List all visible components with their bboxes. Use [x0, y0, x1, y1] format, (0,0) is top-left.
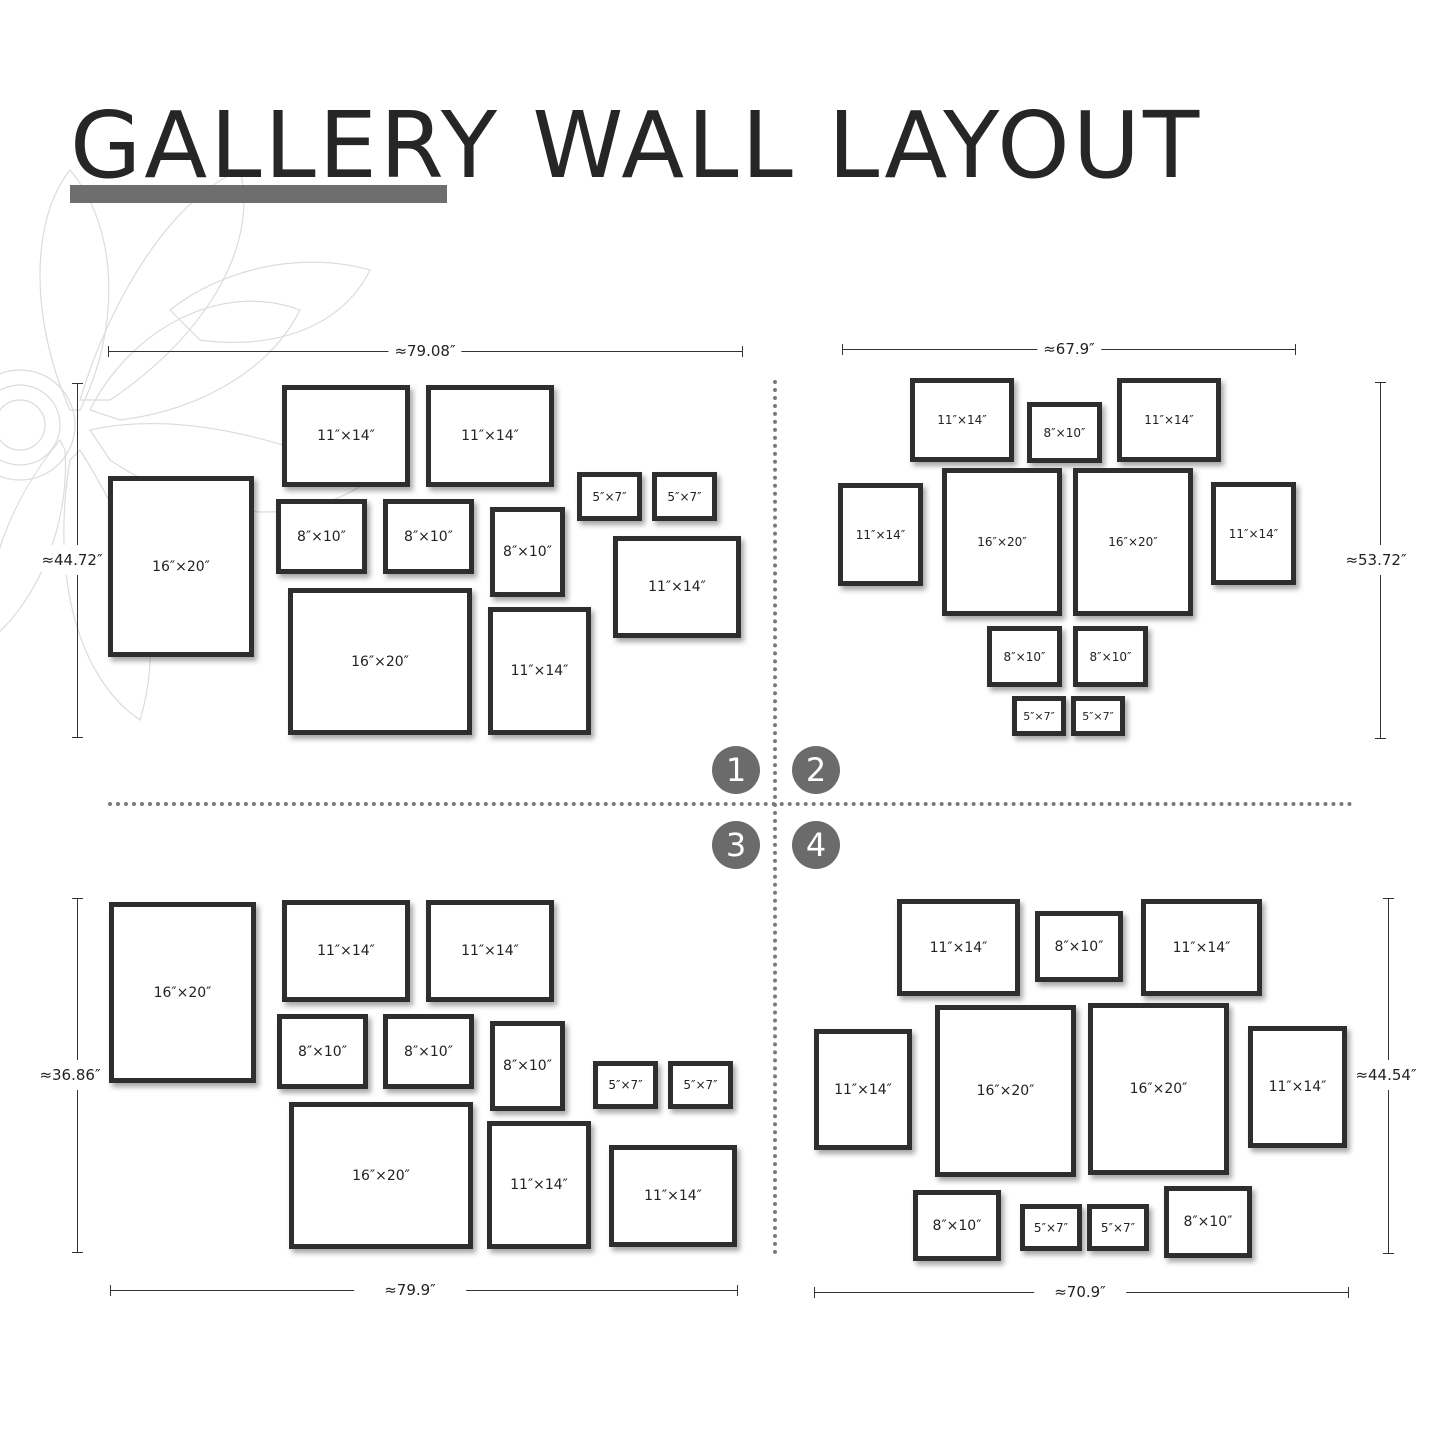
- layout-4-frame: 8″×10″: [1164, 1186, 1252, 1258]
- layout-4-frame: 5″×7″: [1020, 1204, 1082, 1251]
- layout-3-frame: 8″×10″: [490, 1021, 565, 1111]
- layout-2-height-label: ≈53.72″: [1345, 545, 1407, 575]
- layout-2-frame: 16″×20″: [942, 468, 1062, 616]
- layout-4-frame: 16″×20″: [935, 1005, 1076, 1177]
- layout-1-frame: 16″×20″: [108, 476, 254, 657]
- layout-1-frame: 11″×14″: [282, 385, 410, 487]
- layout-4-height-label: ≈44.54″: [1355, 1060, 1417, 1090]
- layout-2-frame: 5″×7″: [1012, 696, 1066, 736]
- layout-3-width-label: ≈79.9″: [354, 1281, 466, 1299]
- layout-1-frame: 8″×10″: [383, 499, 474, 574]
- layout-2-frame: 8″×10″: [1027, 402, 1102, 463]
- layout-number-badge: 2: [792, 746, 840, 794]
- layout-4-frame: 8″×10″: [913, 1190, 1001, 1261]
- layout-1-frame: 5″×7″: [577, 472, 642, 521]
- layout-3-frame: 11″×14″: [426, 900, 554, 1002]
- layout-1-frame: 5″×7″: [652, 472, 717, 521]
- layout-2-frame: 11″×14″: [1211, 482, 1296, 585]
- layout-2-width-label: ≈67.9″: [1037, 340, 1101, 358]
- layout-number-badge: 1: [712, 746, 760, 794]
- layout-2-frame: 8″×10″: [1073, 626, 1148, 687]
- layout-3-frame: 5″×7″: [668, 1061, 733, 1109]
- layout-3-frame: 11″×14″: [282, 900, 410, 1002]
- layout-4-width-label: ≈70.9″: [1034, 1283, 1126, 1301]
- layout-2-frame: 11″×14″: [1117, 378, 1221, 462]
- page-title: GALLERY WALL LAYOUT: [70, 92, 1203, 199]
- vertical-divider: [773, 380, 777, 1255]
- layout-1-frame: 16″×20″: [288, 588, 472, 735]
- layout-4-frame: 11″×14″: [1141, 899, 1262, 996]
- layout-3-frame: 11″×14″: [487, 1121, 591, 1249]
- layout-1-frame: 11″×14″: [488, 607, 591, 735]
- layout-1-height-label: ≈44.72″: [41, 545, 103, 575]
- layout-3-height-label: ≈36.86″: [39, 1060, 101, 1090]
- layout-3-frame: 11″×14″: [609, 1145, 737, 1247]
- layout-4-frame: 16″×20″: [1088, 1003, 1229, 1175]
- layout-1-width-label: ≈79.08″: [388, 342, 462, 360]
- layout-2-frame: 16″×20″: [1073, 468, 1193, 616]
- layout-1-frame: 8″×10″: [490, 507, 565, 597]
- layout-4-frame: 8″×10″: [1035, 911, 1123, 982]
- layout-2-frame: 11″×14″: [910, 378, 1014, 462]
- layout-1-frame: 11″×14″: [426, 385, 554, 487]
- layout-3-frame: 8″×10″: [277, 1014, 368, 1089]
- title-underline-bar: [70, 185, 447, 203]
- layout-2-frame: 11″×14″: [838, 483, 923, 586]
- layout-3-frame: 16″×20″: [109, 902, 256, 1083]
- layout-number-badge: 4: [792, 821, 840, 869]
- layout-4-frame: 5″×7″: [1087, 1204, 1149, 1251]
- layout-number-badge: 3: [712, 821, 760, 869]
- layout-4-frame: 11″×14″: [814, 1029, 912, 1150]
- layout-3-frame: 16″×20″: [289, 1102, 473, 1249]
- layout-4-frame: 11″×14″: [897, 899, 1020, 996]
- layout-2-frame: 5″×7″: [1071, 696, 1125, 736]
- layout-2-frame: 8″×10″: [987, 626, 1062, 687]
- layout-3-frame: 5″×7″: [593, 1061, 658, 1109]
- layout-1-frame: 11″×14″: [613, 536, 741, 638]
- layout-1-frame: 8″×10″: [276, 499, 367, 574]
- layout-4-frame: 11″×14″: [1248, 1026, 1347, 1148]
- horizontal-divider: [108, 802, 1353, 806]
- layout-3-frame: 8″×10″: [383, 1014, 474, 1089]
